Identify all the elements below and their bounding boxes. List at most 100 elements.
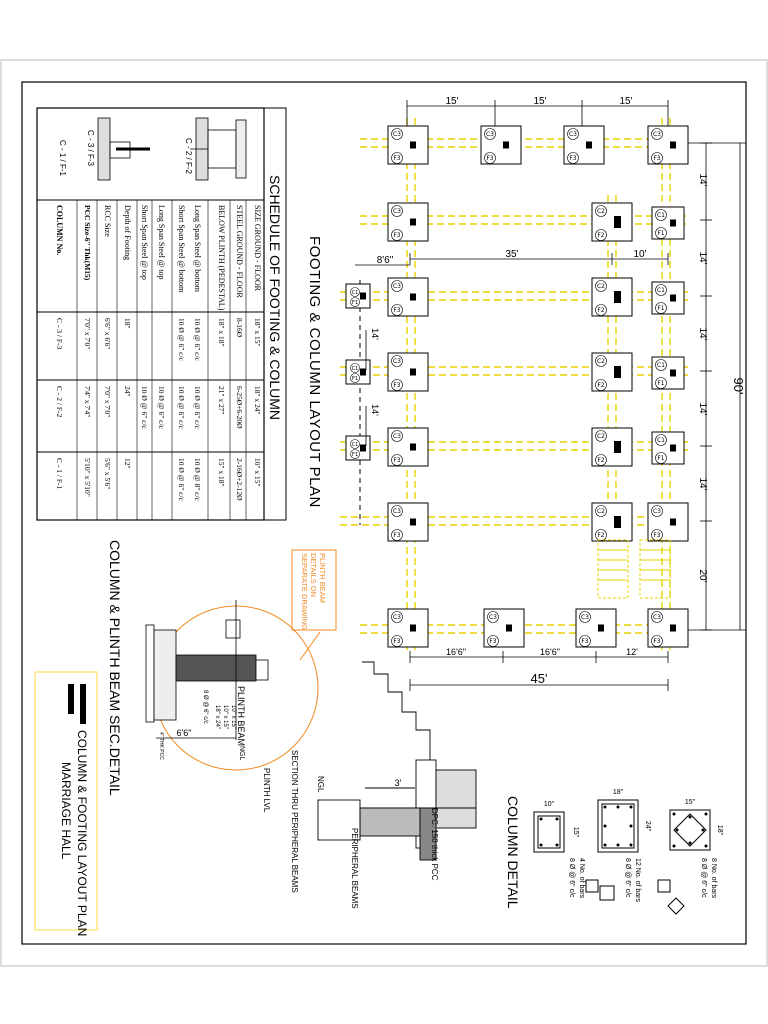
footing-outline bbox=[591, 427, 633, 467]
footing-tag-circle bbox=[391, 229, 403, 241]
footing-outline bbox=[387, 202, 429, 242]
footing-outline bbox=[483, 608, 525, 648]
schedule-cell: 7'0" x 7'0" bbox=[103, 386, 112, 417]
schedule-cell: 6-25Ø+6-20Ø bbox=[235, 386, 244, 429]
column-block bbox=[614, 441, 621, 453]
column-block bbox=[614, 291, 621, 303]
footing-tag-circle bbox=[350, 363, 360, 373]
column-tag: C3 bbox=[393, 508, 401, 515]
column-detail-drawings bbox=[533, 799, 711, 915]
dims-inner bbox=[355, 253, 669, 446]
footing-tag: F3 bbox=[393, 307, 400, 314]
footing-tag-circle bbox=[595, 205, 607, 217]
title-block bbox=[34, 671, 98, 931]
footing-tag-circle bbox=[595, 454, 607, 466]
footing-tag: F2 bbox=[597, 232, 604, 239]
dim-6-6: 6'6" bbox=[177, 728, 192, 738]
footing-tag-circle bbox=[595, 280, 607, 292]
staircase bbox=[597, 539, 671, 599]
footing-tag-circle bbox=[567, 128, 579, 140]
dim-right-4: 14' bbox=[697, 402, 708, 415]
footing-tag-circle bbox=[350, 297, 360, 307]
column-tag: C1 bbox=[352, 290, 359, 296]
column-block bbox=[360, 444, 366, 452]
dim-top-1: 15' bbox=[445, 96, 458, 107]
footing-outline bbox=[387, 352, 429, 392]
footing-tag-circle bbox=[595, 505, 607, 517]
footing-tag-circle bbox=[651, 128, 663, 140]
footing-tag: F1 bbox=[352, 452, 358, 458]
schedule-row-label: COLUMN No. bbox=[55, 205, 64, 255]
schedule-cell: C - 2 / F-2 bbox=[55, 386, 64, 418]
schedule-row-label: STEEL GROUND - FLOOR bbox=[235, 205, 244, 298]
schedule-cell: 2-16Ø+2-12Ø bbox=[235, 458, 244, 501]
schedule-row-label: PCC Size-6" Thk(M15) bbox=[83, 205, 92, 281]
column-block bbox=[614, 516, 621, 528]
schedule-cell: 10 Ø @ 6" c/c bbox=[177, 386, 186, 430]
footing-outline bbox=[387, 608, 429, 648]
schedule-detail-sketches bbox=[97, 117, 247, 181]
col3-ties: 8 Ø @ 6" c/c bbox=[700, 858, 707, 898]
dim-right-5: 14' bbox=[697, 477, 708, 490]
footing-tag: F1 bbox=[657, 305, 664, 312]
column-tag: C2 bbox=[597, 508, 605, 515]
column-block bbox=[410, 293, 416, 301]
schedule-cell: 10 Ø @ 8" c/c bbox=[193, 458, 202, 502]
schedule-row-label: Long Span Steel @ bottom bbox=[193, 205, 202, 293]
footing-tag-circle bbox=[391, 505, 403, 517]
column-tag: C1 bbox=[657, 287, 665, 294]
column-block bbox=[670, 518, 676, 526]
pb-steel: 8 Ø @ 6" c/c bbox=[202, 690, 208, 724]
schedule-cell: 5'10" x 5'10" bbox=[83, 458, 92, 497]
column-block bbox=[410, 141, 416, 149]
footing-tag: F2 bbox=[597, 532, 604, 539]
dim-3: 3' bbox=[395, 778, 402, 788]
dim-top-2: 15' bbox=[533, 96, 546, 107]
column-tag: C3 bbox=[581, 614, 589, 621]
footing-tag-circle bbox=[484, 128, 496, 140]
column-tag: C3 bbox=[393, 358, 401, 365]
column-tag: C3 bbox=[393, 433, 401, 440]
dims-top bbox=[406, 100, 669, 126]
footing-tag: F3 bbox=[393, 638, 400, 645]
schedule-cell: C - 3 / F-3 bbox=[55, 318, 64, 350]
col1-h: 15" bbox=[572, 827, 579, 838]
column-block bbox=[670, 444, 676, 452]
footing-tag-circle bbox=[595, 304, 607, 316]
footing-tag-circle bbox=[655, 284, 667, 296]
dim-bottom-overall: 45' bbox=[531, 671, 548, 686]
footing-tag-circle bbox=[651, 611, 663, 623]
footing-tag-circle bbox=[391, 611, 403, 623]
column-block bbox=[598, 624, 604, 632]
footing-outline bbox=[591, 202, 633, 242]
callout-line2: DETAILS ON bbox=[309, 553, 318, 597]
footing-tag-circle bbox=[484, 152, 496, 164]
footing-tag-circle bbox=[350, 439, 360, 449]
footing-tag-circle bbox=[391, 152, 403, 164]
column-detail-title: COLUMN DETAIL bbox=[505, 796, 521, 909]
schedule-row-label: Long Span Steel @ top bbox=[157, 205, 166, 279]
section-detail-drawing bbox=[145, 600, 269, 740]
column-tag: C3 bbox=[486, 131, 494, 138]
schedule-cell: 18" x 15" bbox=[253, 318, 262, 347]
schedule-cell: 7'4" x 7'4" bbox=[83, 386, 92, 417]
schedule-row-label: Short Span Steel @ top bbox=[140, 205, 149, 280]
column-block bbox=[670, 219, 676, 227]
detail-label-c2: C - 2 / F-2 bbox=[184, 138, 193, 175]
footing-tag-circle bbox=[579, 635, 591, 647]
footing-tag-circle bbox=[350, 449, 360, 459]
column-block bbox=[410, 368, 416, 376]
schedule-cell: 5'6" x 5'6" bbox=[103, 458, 112, 489]
column-block bbox=[670, 369, 676, 377]
footing-outline bbox=[575, 608, 617, 648]
